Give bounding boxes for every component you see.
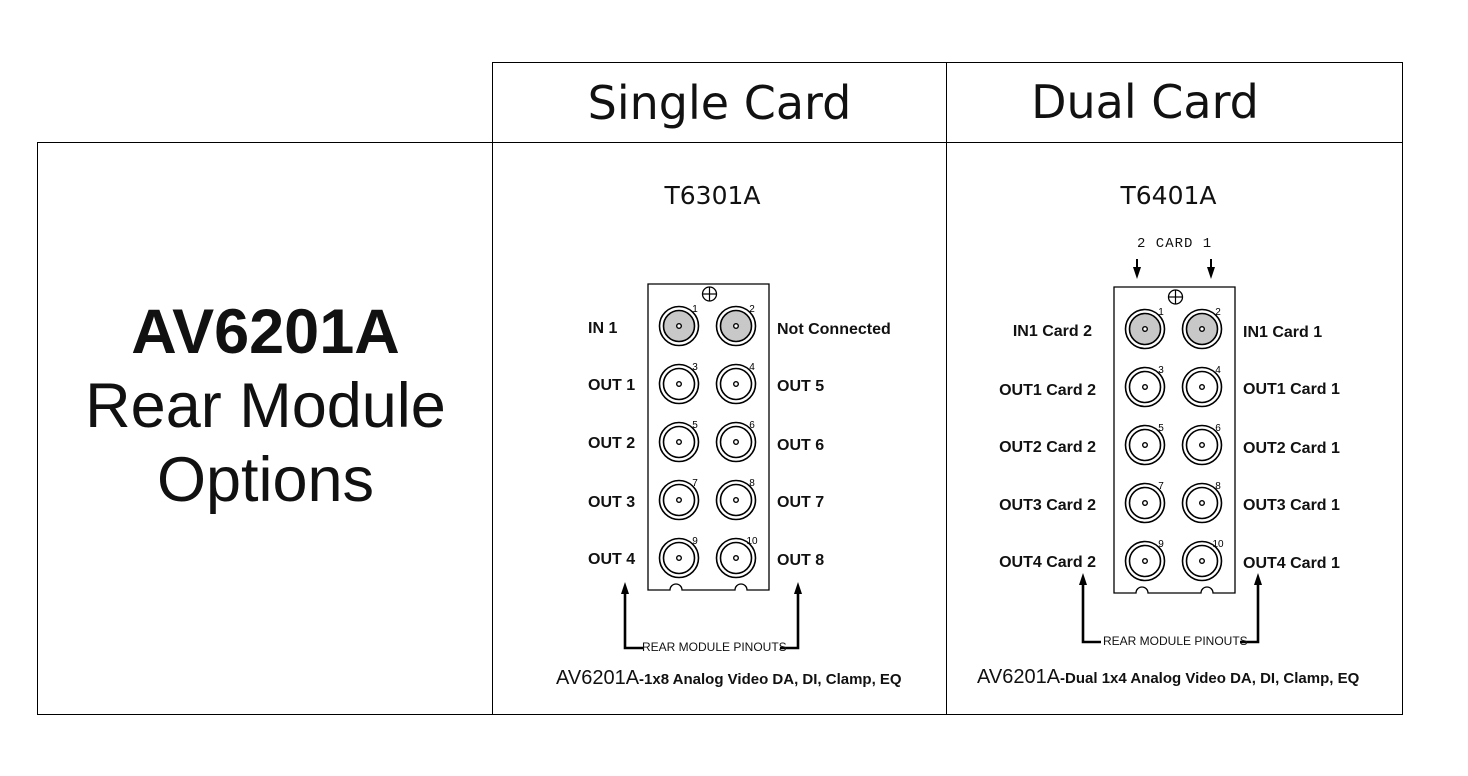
dual-bnc-3-pin: [1141, 383, 1148, 390]
dual-card2-arrow-icon: [1133, 267, 1141, 279]
dual-card-cell: [946, 142, 1403, 715]
single-right-label-2: OUT 5: [777, 378, 825, 395]
dual-left-label-2: OUT1 Card 2: [999, 382, 1096, 399]
single-right-label-4: OUT 7: [777, 494, 825, 511]
dual-bnc-8-pin: [1198, 499, 1205, 506]
title-line-3: Options: [156, 445, 375, 515]
dual-bnc-1-pin: [1141, 325, 1148, 332]
dual-pinout-caption: REAR MODULE PINOUTS: [1103, 634, 1248, 648]
single-arrow-right-icon: [794, 582, 802, 594]
dual-right-label-3: OUT2 Card 1: [1243, 440, 1340, 457]
single-left-label-1: IN 1: [588, 320, 618, 337]
dual-bracket-right: [1240, 585, 1260, 644]
single-left-label-5: OUT 4: [588, 551, 636, 568]
dual-connector-number-3: 3: [1158, 365, 1164, 376]
dual-card1-arrow-icon: [1207, 267, 1215, 279]
dual-footer-model: AV6201A: [977, 666, 1061, 688]
dual-model-label: T6401A: [1120, 181, 1217, 210]
single-connector-number-3: 3: [692, 362, 698, 373]
dual-bnc-7-pin: [1141, 499, 1148, 506]
single-bnc-10-pin: [732, 555, 739, 562]
single-footer-model: AV6201A: [556, 667, 640, 689]
single-connector-number-4: 4: [749, 362, 755, 373]
single-connector-number-2: 2: [749, 304, 755, 315]
single-connector-number-9: 9: [692, 536, 698, 547]
dual-left-label-5: OUT4 Card 2: [999, 554, 1096, 571]
single-connector-number-6: 6: [749, 420, 755, 431]
single-card-header: Single Card: [587, 76, 852, 130]
title-line-2: Rear Module: [85, 371, 446, 441]
single-connector-number-8: 8: [749, 478, 755, 489]
dual-connector-number-10: 10: [1212, 539, 1224, 550]
single-bnc-1-pin: [675, 323, 682, 330]
module-title: AV6201A Rear Module Options: [38, 295, 493, 517]
dual-bnc-6-pin: [1198, 441, 1205, 448]
dual-arrow-right-icon: [1254, 573, 1262, 585]
dual-connector-number-2: 2: [1215, 307, 1221, 318]
dual-connector-number-9: 9: [1158, 539, 1164, 550]
single-bracket-right: [780, 594, 800, 650]
single-left-label-4: OUT 3: [588, 494, 636, 511]
single-right-label-5: OUT 8: [777, 552, 825, 569]
title-model: AV6201A: [131, 297, 400, 367]
dual-arrow-left-icon: [1079, 573, 1087, 585]
single-bnc-9-pin: [675, 555, 682, 562]
dual-left-label-4: OUT3 Card 2: [999, 497, 1096, 514]
single-connector-number-10: 10: [746, 536, 758, 547]
dual-card-indicator: 2 CARD 1: [1137, 236, 1213, 252]
dual-left-label-3: OUT2 Card 2: [999, 439, 1096, 456]
dual-connector-number-6: 6: [1215, 423, 1221, 434]
dual-connector-number-4: 4: [1215, 365, 1221, 376]
single-pinout-caption: REAR MODULE PINOUTS: [642, 640, 787, 654]
single-bnc-3-pin: [675, 380, 682, 387]
dual-bnc-10-pin: [1198, 558, 1205, 565]
dual-rear-panel: 1 2 3 4 5 6 7 8 9 10: [1079, 259, 1262, 644]
dual-footer-desc: -Dual 1x4 Analog Video DA, DI, Clamp, EQ: [1060, 670, 1360, 687]
single-bnc-8-pin: [732, 496, 739, 503]
dual-card-header: Dual Card: [1031, 75, 1259, 129]
single-connector-number-1: 1: [692, 304, 698, 315]
single-arrow-left-icon: [621, 582, 629, 594]
dual-bnc-9-pin: [1141, 558, 1148, 565]
single-right-label-3: OUT 6: [777, 437, 825, 454]
single-footer-desc: -1x8 Analog Video DA, DI, Clamp, EQ: [639, 671, 902, 688]
single-bnc-2-pin: [732, 323, 739, 330]
single-left-label-2: OUT 1: [588, 377, 636, 394]
dual-connector-number-5: 5: [1158, 423, 1164, 434]
dual-right-label-5: OUT4 Card 1: [1243, 555, 1340, 572]
single-bnc-6-pin: [732, 438, 739, 445]
dual-footer: AV6201A-Dual 1x4 Analog Video DA, DI, Cl…: [977, 666, 1359, 689]
dual-right-label-2: OUT1 Card 1: [1243, 381, 1340, 398]
single-bnc-4-pin: [732, 380, 739, 387]
single-connector-number-7: 7: [692, 478, 698, 489]
single-footer: AV6201A-1x8 Analog Video DA, DI, Clamp, …: [556, 667, 902, 690]
dual-connector-number-1: 1: [1158, 307, 1164, 318]
dual-right-label-4: OUT3 Card 1: [1243, 497, 1340, 514]
dual-bnc-2-pin: [1198, 325, 1205, 332]
dual-connector-number-7: 7: [1158, 481, 1164, 492]
dual-bnc-5-pin: [1141, 441, 1148, 448]
dual-bnc-4-pin: [1198, 383, 1205, 390]
single-bnc-7-pin: [675, 496, 682, 503]
single-rear-panel: 1 2 3 4 5 6 7 8 9 10: [621, 283, 802, 650]
single-right-label-1: Not Connected: [777, 321, 891, 338]
dual-bracket-left: [1081, 585, 1101, 644]
single-left-label-3: OUT 2: [588, 435, 636, 452]
dual-connector-number-8: 8: [1215, 481, 1221, 492]
single-bnc-5-pin: [675, 438, 682, 445]
single-model-label: T6301A: [664, 181, 761, 210]
single-connector-number-5: 5: [692, 420, 698, 431]
dual-left-label-1: IN1 Card 2: [1012, 323, 1092, 340]
single-bracket-left: [623, 594, 643, 650]
dual-right-label-1: IN1 Card 1: [1243, 324, 1323, 341]
